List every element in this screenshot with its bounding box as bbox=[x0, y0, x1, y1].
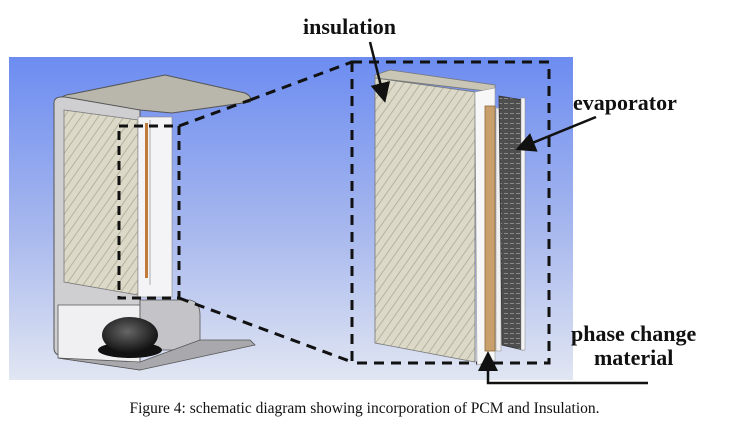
left-insulation-panel bbox=[63, 109, 139, 296]
pcm-label-line2: material bbox=[593, 345, 674, 370]
evaporator-label: evaporator bbox=[573, 90, 677, 115]
figure-caption: Figure 4: schematic diagram showing inco… bbox=[129, 400, 600, 417]
left-pcm-strip bbox=[145, 123, 148, 278]
pcm-bar bbox=[484, 105, 496, 352]
zoom-line-top bbox=[249, 60, 353, 102]
detail-view bbox=[374, 69, 526, 366]
inner-gap bbox=[137, 116, 173, 298]
zoom-detail-box bbox=[350, 60, 551, 365]
zoom-line-bottom bbox=[178, 296, 353, 364]
pcm-label-line1: phase change bbox=[571, 321, 697, 346]
zoom-selection-box bbox=[117, 124, 181, 300]
evaporator-arrow bbox=[515, 115, 597, 152]
pcm-label: phase change material bbox=[571, 322, 696, 370]
zoom-line-top-inner bbox=[178, 98, 251, 128]
pcm-arrow bbox=[478, 351, 648, 385]
insulation-slab bbox=[374, 77, 476, 363]
evaporator-edge bbox=[520, 97, 526, 351]
insulation-arrow bbox=[368, 41, 391, 103]
base-plate bbox=[57, 339, 256, 371]
evaporator-panel bbox=[498, 95, 524, 351]
insulation-label: insulation bbox=[303, 14, 396, 39]
compressor-foot bbox=[102, 317, 158, 353]
